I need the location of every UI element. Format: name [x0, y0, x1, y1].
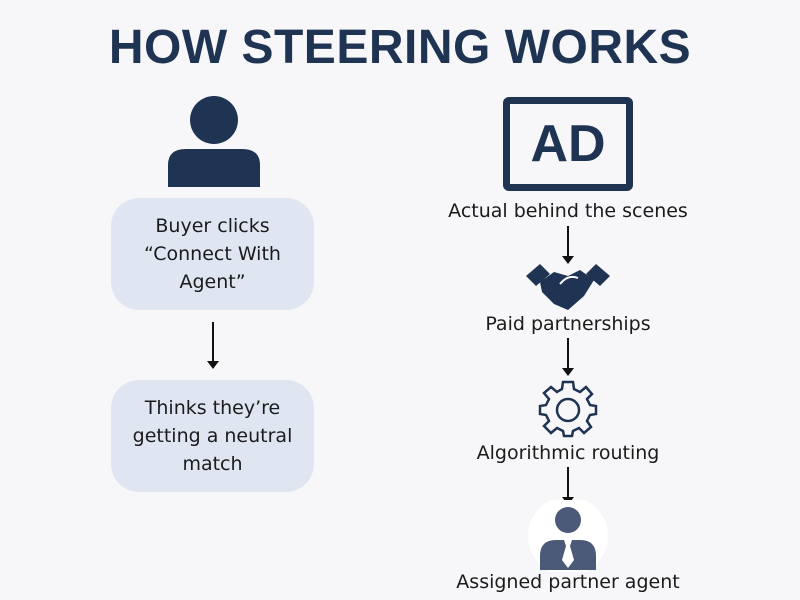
behind-scenes-label: Actual behind the scenes — [448, 200, 688, 222]
buyer-clicks-bubble: Buyer clicks “Connect With Agent” — [111, 198, 314, 310]
right-arrow-1 — [563, 226, 573, 264]
buyer-person-icon — [168, 96, 260, 187]
handshake-icon — [526, 264, 610, 310]
page-title: HOW STEERING WORKS — [108, 21, 692, 74]
assigned-agent-label: Assigned partner agent — [456, 571, 680, 593]
right-arrow-3 — [563, 467, 573, 505]
algorithmic-routing-label: Algorithmic routing — [476, 442, 660, 464]
gear-icon — [538, 380, 598, 438]
right-arrow-2 — [563, 338, 573, 376]
paid-partnerships-label: Paid partnerships — [485, 313, 651, 335]
neutral-match-bubble: Thinks they’re getting a neutral match — [111, 380, 314, 492]
partner-agent-icon — [528, 500, 608, 572]
ad-icon: AD — [503, 97, 633, 191]
left-arrow — [208, 322, 218, 369]
